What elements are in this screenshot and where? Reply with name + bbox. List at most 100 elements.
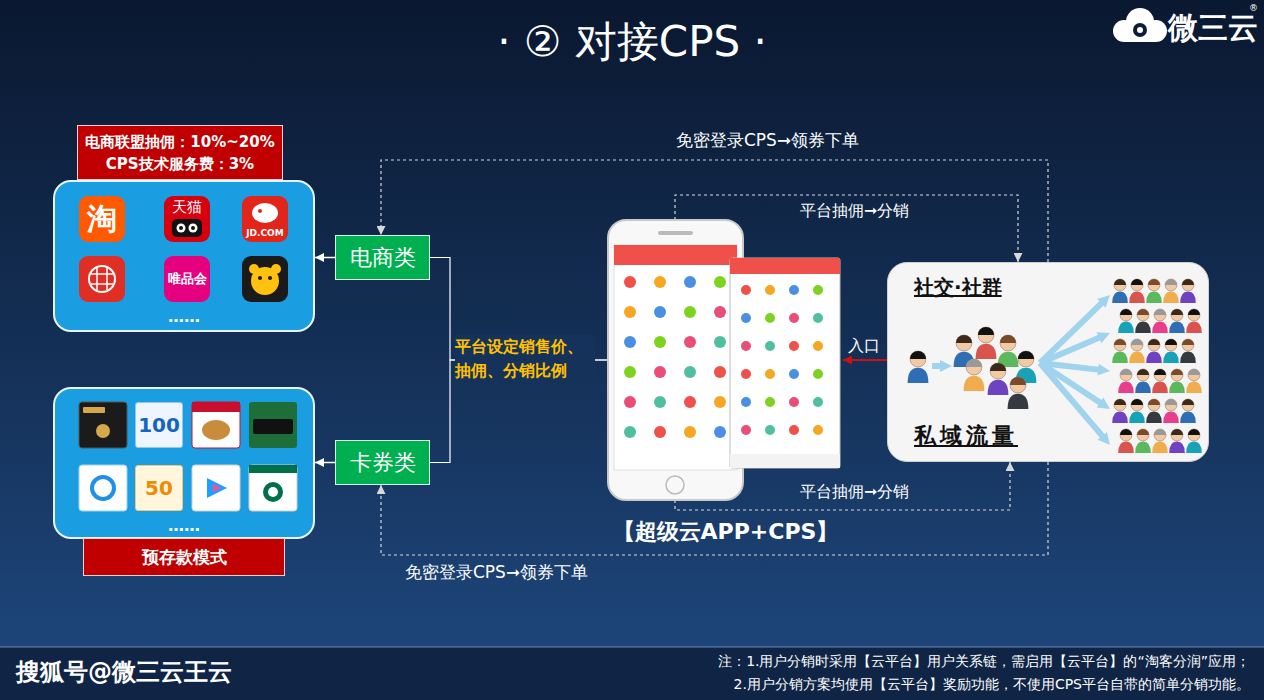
footnote: 2.用户分销方案均使用【云平台】奖励功能，不使用CPS平台自带的简单分销功能。 [734, 674, 1250, 694]
person-body [1169, 442, 1185, 453]
edge-label: 平台设定销售价、抽佣、分销比例 [455, 335, 595, 383]
person-hair [1114, 339, 1126, 345]
person-hair [978, 327, 994, 335]
footer-rule [0, 647, 1264, 648]
person-head [1148, 339, 1160, 351]
node-text: 唯品会 [168, 271, 207, 287]
connector [675, 195, 1018, 262]
dot [654, 276, 666, 288]
connector [381, 462, 1048, 555]
person-hair [1120, 309, 1132, 315]
person-hair [1120, 429, 1132, 435]
person-head [1120, 429, 1132, 441]
dot [813, 369, 823, 379]
person-hair [1131, 399, 1143, 405]
person-hair [1114, 399, 1126, 405]
suning-icon [242, 256, 288, 302]
person-hair [1165, 279, 1177, 285]
person-head [1010, 377, 1026, 393]
connector [315, 257, 335, 259]
person-head [1182, 399, 1194, 411]
person-head [1165, 279, 1177, 291]
dot [96, 424, 110, 438]
person-hair [1131, 339, 1143, 345]
phone-screen [614, 245, 737, 470]
person-body [998, 352, 1019, 367]
phone-speaker [658, 231, 693, 235]
person-hair [1018, 351, 1034, 359]
kfc-card [192, 402, 240, 448]
tab-bar [730, 454, 840, 468]
trademark-mark: ® [1249, 3, 1258, 14]
person-body [1118, 442, 1134, 453]
dot [263, 482, 283, 502]
person-head [1131, 399, 1143, 411]
person-head [1188, 429, 1200, 441]
person-head [1148, 279, 1160, 291]
dot [92, 477, 114, 499]
person-hair [1182, 279, 1194, 285]
person-head [1182, 339, 1194, 351]
dot [714, 336, 726, 348]
eleme-card [79, 465, 127, 511]
person-head [1148, 399, 1160, 411]
platform-group-box: ……淘天猫JD.COM唯品会 [53, 180, 315, 332]
youku-card [192, 465, 240, 511]
phone-app: 【超级云APP+CPS】 [608, 220, 843, 500]
app-header [730, 258, 840, 274]
person-head [910, 351, 926, 367]
pinduoduo-icon [79, 256, 125, 302]
edge-label-slot: 平台设定销售价、抽佣、分销比例 [455, 335, 595, 383]
app-icon: 唯品会 [164, 256, 210, 302]
dot [741, 341, 751, 351]
person-body [1152, 382, 1168, 393]
person-head [1171, 429, 1183, 441]
person-hair [1148, 399, 1160, 405]
label-slot: 搜狐号@微三云王云 [16, 656, 232, 688]
dot [624, 336, 636, 348]
dot [268, 276, 272, 280]
person-body [1180, 352, 1196, 363]
dot [89, 266, 115, 292]
person-body [1129, 352, 1145, 363]
person-head [1018, 351, 1034, 367]
node-text: 【超级云APP+CPS】 [613, 518, 839, 546]
edge-label-slot: 平台抽佣➞分销 [800, 201, 909, 221]
person-hair [1182, 339, 1194, 345]
connector [315, 462, 335, 464]
person-body [1112, 352, 1128, 363]
person-head [990, 363, 1006, 379]
person-hair [1188, 429, 1200, 435]
person-hair [990, 363, 1006, 371]
person-head [1120, 369, 1132, 381]
phone-body [608, 220, 743, 500]
edge-label-slot: 免密登录CPS➞领券下单 [405, 561, 588, 583]
person-hair [1171, 309, 1183, 315]
dot [624, 426, 636, 438]
person-body [964, 376, 985, 391]
person-hair [1114, 279, 1126, 285]
dot [741, 369, 751, 379]
flow-arrow [1039, 357, 1110, 377]
title-text: · ② 对接CPS · [0, 16, 1264, 68]
person-hair [1131, 279, 1143, 285]
dot [714, 306, 726, 318]
dot [714, 366, 726, 378]
person-head [978, 327, 994, 343]
dot [258, 209, 262, 213]
title-slot: · ② 对接CPS · [0, 16, 1264, 68]
node-text: JD.COM [246, 228, 283, 239]
voucher-card: 100 [135, 402, 183, 448]
person-head [1114, 399, 1126, 411]
second-screen [730, 258, 840, 468]
food-picture [202, 420, 230, 440]
dot [789, 425, 799, 435]
person-head [1188, 309, 1200, 321]
jd-dog [252, 203, 278, 223]
dot [258, 276, 262, 280]
dot [741, 313, 751, 323]
dot [191, 226, 195, 230]
dot [624, 276, 636, 288]
person-body [1186, 322, 1202, 333]
label-slot: 注：1.用户分销时采用【云平台】用户关系链，需启用【云平台】的“淘客分润”应用； [718, 651, 1250, 671]
